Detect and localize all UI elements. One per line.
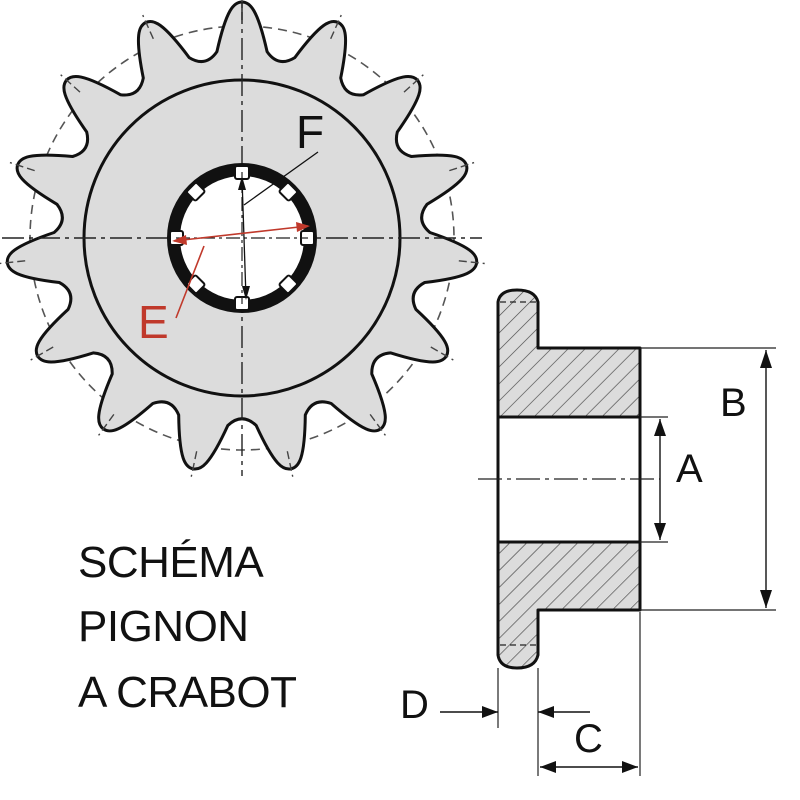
label-a: A xyxy=(676,447,703,491)
label-b: B xyxy=(720,381,747,425)
label-c: C xyxy=(574,717,603,761)
tooth-tick xyxy=(98,413,115,436)
section-upper xyxy=(496,288,642,419)
tooth-tick xyxy=(430,346,454,361)
dimension-c xyxy=(540,761,638,773)
tooth-tick xyxy=(369,413,386,436)
dimension-a xyxy=(654,419,666,540)
tooth-tick xyxy=(286,451,294,477)
label-e: E xyxy=(138,296,169,348)
label-d: D xyxy=(400,683,429,727)
tooth-tick xyxy=(190,451,198,477)
tooth-tick xyxy=(403,74,424,93)
bore-hole xyxy=(180,176,304,300)
spline-notch xyxy=(278,181,299,202)
section-lower xyxy=(496,540,642,670)
tooth-tick xyxy=(30,346,54,361)
dimension-e xyxy=(172,222,310,319)
tooth-tick xyxy=(458,260,485,265)
tooth-tick xyxy=(449,161,475,172)
section-view: B A D C xyxy=(400,288,776,776)
title-line-2: PIGNON xyxy=(78,602,249,651)
tooth-tick xyxy=(9,161,35,172)
title-line-3: A CRABOT xyxy=(78,668,297,717)
spline-notch xyxy=(278,274,299,295)
dimension-d xyxy=(440,706,590,718)
tooth-tick xyxy=(142,14,154,40)
tooth-tick xyxy=(60,74,81,93)
front-view: F E xyxy=(0,0,485,477)
tooth-tick xyxy=(0,260,26,265)
dimension-b xyxy=(760,350,772,608)
dimension-f xyxy=(238,151,319,300)
spline-notch xyxy=(185,181,206,202)
tooth-tick xyxy=(330,14,342,40)
label-f: F xyxy=(296,106,324,158)
title-line-1: SCHÉMA xyxy=(78,538,264,587)
